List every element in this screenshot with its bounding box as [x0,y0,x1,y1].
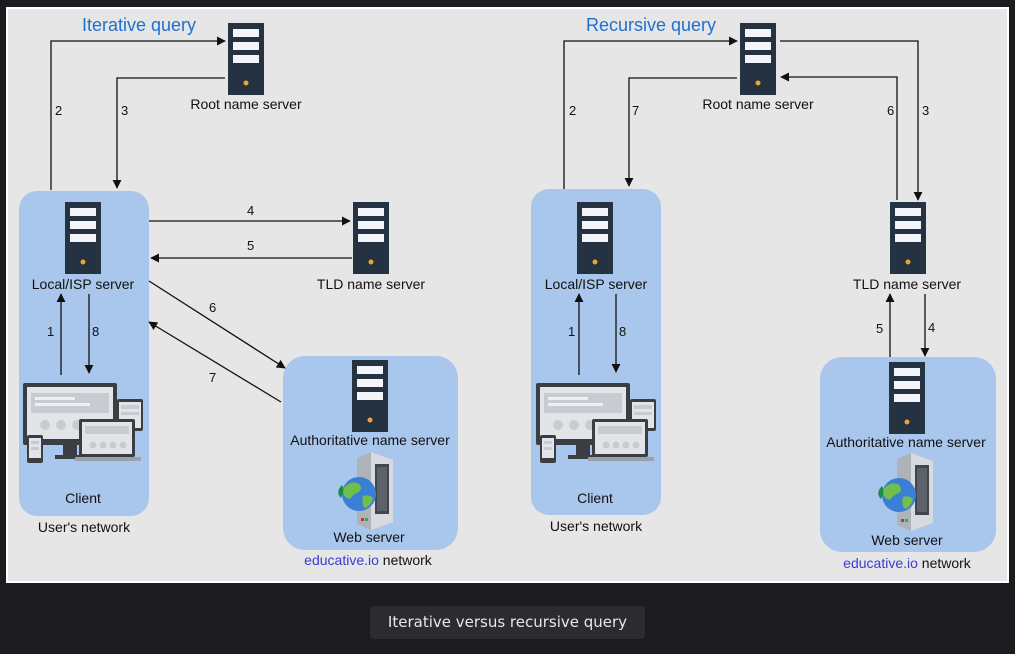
recursive-local-label: Local/ISP server [545,276,648,292]
iterative-local-server-icon [65,202,101,274]
iterative-step-5: 5 [247,238,254,253]
recursive-step-4: 4 [928,320,935,335]
iterative-title: Iterative query [82,15,196,35]
recursive-web-label: Web server [871,532,943,548]
iterative-step-4: 4 [247,203,254,218]
iterative-root-label: Root name server [190,96,302,112]
figure-caption: Iterative versus recursive query [370,606,645,639]
iterative-step-7: 7 [209,370,216,385]
recursive-step-6: 6 [887,103,894,118]
recursive-network-suffix: network [918,555,972,571]
iterative-step-3: 3 [121,103,128,118]
iterative-educative-brand: educative.io [304,552,379,568]
iterative-local-label: Local/ISP server [32,276,135,292]
recursive-edge-2 [563,36,738,189]
iterative-root-server-icon [228,23,264,95]
recursive-step-7: 7 [632,103,639,118]
recursive-auth-label: Authoritative name server [826,434,986,450]
recursive-tld-server-icon [890,202,926,274]
dns-query-diagram: Iterative query Root name server Local/I… [19,15,996,571]
iterative-step-2: 2 [55,103,62,118]
recursive-step-2: 2 [569,103,576,118]
recursive-educative-brand: educative.io [843,555,918,571]
iterative-edge-6 [148,280,286,369]
iterative-step-1: 1 [47,324,54,339]
iterative-edge-3 [112,77,225,189]
iterative-tld-server-icon [353,202,389,274]
iterative-step-6: 6 [209,300,216,315]
iterative-edge-2 [50,36,226,190]
recursive-client-label: Client [577,490,613,506]
iterative-tld-label: TLD name server [317,276,425,292]
recursive-edge-6 [780,72,898,200]
iterative-edge-7 [148,321,282,403]
recursive-edge-3 [780,40,923,201]
iterative-auth-server-icon [352,360,388,432]
recursive-tld-label: TLD name server [853,276,961,292]
iterative-client-label: Client [65,490,101,506]
iterative-network-suffix: network [379,552,433,568]
iterative-users-network-label: User's network [38,519,131,535]
iterative-web-label: Web server [333,529,405,545]
iterative-step-8: 8 [92,324,99,339]
recursive-users-network-label: User's network [550,518,643,534]
recursive-local-server-icon [577,202,613,274]
recursive-title: Recursive query [586,15,716,35]
iterative-auth-label: Authoritative name server [290,432,450,448]
recursive-auth-server-icon [889,362,925,434]
recursive-edge-7 [624,77,737,187]
recursive-step-3: 3 [922,103,929,118]
recursive-educative-network-label: educative.io network [843,555,972,571]
recursive-step-1: 1 [568,324,575,339]
recursive-step-8: 8 [619,324,626,339]
diagram-canvas: Iterative query Root name server Local/I… [8,9,1007,581]
recursive-root-server-icon [740,23,776,95]
recursive-step-5: 5 [876,321,883,336]
recursive-root-label: Root name server [702,96,814,112]
iterative-educative-network-label: educative.io network [304,552,433,568]
